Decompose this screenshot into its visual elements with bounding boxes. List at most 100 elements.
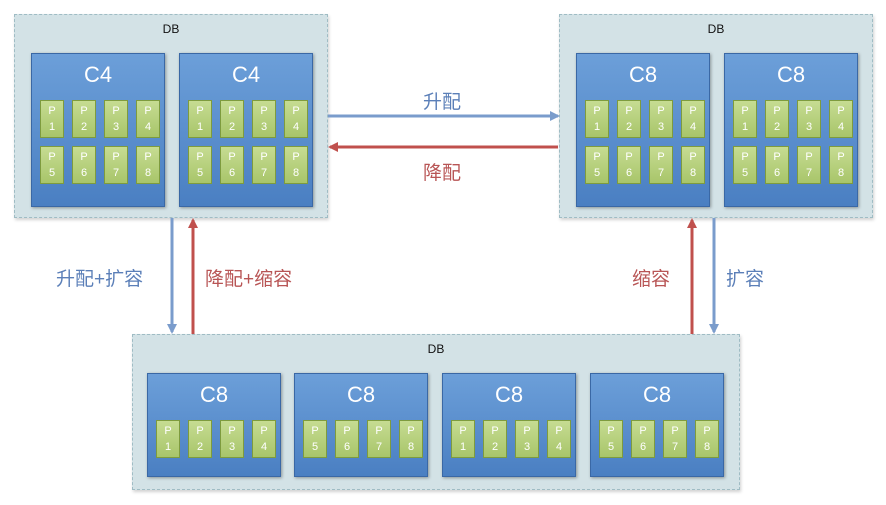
partition-prefix: P — [703, 425, 711, 437]
partition-prefix: P — [555, 425, 563, 437]
partition-number: 6 — [625, 167, 633, 179]
partition-prefix: P — [837, 151, 845, 163]
partition-prefix: P — [228, 105, 236, 117]
partition-number: 3 — [260, 121, 268, 133]
partition-prefix: P — [292, 151, 300, 163]
partition-prefix: P — [657, 105, 665, 117]
partition-number: 1 — [741, 121, 749, 133]
partition-number: 8 — [703, 441, 711, 453]
partition-number: 2 — [228, 121, 236, 133]
partition-number: 8 — [837, 167, 845, 179]
partition-prefix: P — [593, 151, 601, 163]
node-title: C8 — [776, 62, 806, 87]
partition-prefix: P — [741, 151, 749, 163]
partition-number: 5 — [741, 167, 749, 179]
partition-number: 7 — [260, 167, 268, 179]
partition-number: 6 — [343, 441, 351, 453]
partition-number: 6 — [80, 167, 88, 179]
partition-prefix: P — [671, 425, 679, 437]
partition-number: 3 — [523, 441, 531, 453]
scale-in-label: 缩容 — [632, 269, 671, 290]
partition-number: 4 — [260, 441, 268, 453]
partition-number: 1 — [196, 121, 204, 133]
partition-number: 8 — [292, 167, 300, 179]
downgrade-scale-in-label: 降配+缩容 — [205, 269, 293, 290]
partition-prefix: P — [112, 105, 120, 117]
partition-prefix: P — [741, 105, 749, 117]
partition-prefix: P — [523, 425, 531, 437]
downgrade-label: 降配 — [423, 163, 462, 184]
partition-number: 2 — [80, 121, 88, 133]
partition-prefix: P — [48, 151, 56, 163]
partition-prefix: P — [311, 425, 319, 437]
partition-number: 5 — [48, 167, 56, 179]
node-title: C8 — [346, 382, 376, 407]
node-title: C8 — [642, 382, 672, 407]
partition-number: 3 — [657, 121, 665, 133]
partition-prefix: P — [164, 425, 172, 437]
partition-number: 5 — [607, 441, 615, 453]
partition-prefix: P — [343, 425, 351, 437]
partition-number: 8 — [144, 167, 152, 179]
partition-prefix: P — [805, 105, 813, 117]
partition-prefix: P — [689, 105, 697, 117]
partition-number: 7 — [375, 441, 383, 453]
partition-prefix: P — [837, 105, 845, 117]
partition-number: 4 — [689, 121, 697, 133]
partition-prefix: P — [375, 425, 383, 437]
partition-prefix: P — [689, 151, 697, 163]
db-label: DB — [162, 22, 180, 36]
partition-prefix: P — [292, 105, 300, 117]
node-title: C4 — [231, 62, 261, 87]
partition-number: 7 — [805, 167, 813, 179]
partition-prefix: P — [773, 151, 781, 163]
partition-prefix: P — [625, 105, 633, 117]
upgrade-label: 升配 — [423, 92, 462, 113]
partition-number: 5 — [196, 167, 204, 179]
partition-prefix: P — [48, 105, 56, 117]
partition-prefix: P — [773, 105, 781, 117]
partition-number: 4 — [555, 441, 563, 453]
partition-prefix: P — [260, 425, 268, 437]
partition-prefix: P — [805, 151, 813, 163]
partition-prefix: P — [196, 151, 204, 163]
partition-number: 3 — [112, 121, 120, 133]
partition-number: 6 — [228, 167, 236, 179]
upgrade-scale-out-label: 升配+扩容 — [56, 269, 144, 290]
partition-number: 2 — [773, 121, 781, 133]
node-title: C8 — [494, 382, 524, 407]
partition-number: 5 — [311, 441, 319, 453]
partition-prefix: P — [607, 425, 615, 437]
partition-number: 2 — [491, 441, 499, 453]
partition-prefix: P — [144, 151, 152, 163]
db-label: DB — [427, 342, 445, 356]
